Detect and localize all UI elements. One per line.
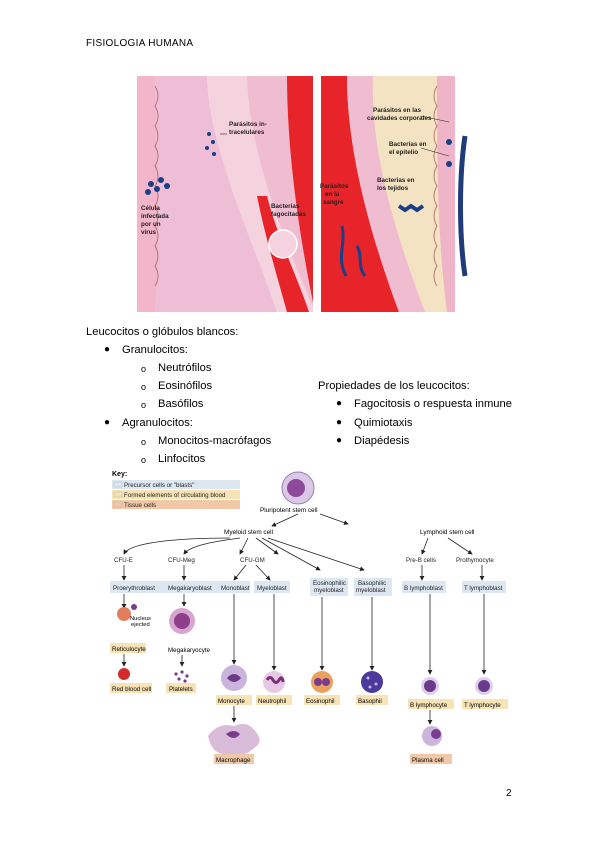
- megakaryocyte-label: Megakaryocyte: [168, 647, 211, 654]
- red-blood-cell-icon: [118, 668, 130, 680]
- cfu-e-label: CFU-E: [114, 557, 133, 564]
- neutrophil-label: Neutrophil: [258, 698, 286, 705]
- page-number: 2: [506, 788, 512, 799]
- b-lymphoblast-label: B lymphoblast: [404, 585, 443, 592]
- list-item: Diapédesis: [354, 435, 410, 447]
- key-entry: Formed elements of circulating blood: [124, 492, 226, 499]
- key-entry: Precursor cells or "blasts": [124, 482, 194, 489]
- granulocytes-label: Granulocitos:: [122, 344, 188, 356]
- monoblast-label: Monoblast: [221, 585, 250, 592]
- agranulocytes-label: Agranulocitos:: [122, 417, 193, 429]
- cfu-gm-label: CFU-GM: [240, 557, 265, 564]
- circle-bullet-icon: o: [141, 455, 147, 465]
- list-item: Neutrófilos: [158, 362, 212, 374]
- pluripotent-label: Pluripotent stem cell: [260, 507, 318, 514]
- list-item: Fagocitosis o respuesta inmune: [354, 398, 512, 410]
- monocyte-label: Monocyte: [218, 698, 245, 705]
- t-lymphocyte-label: T lymphocyte: [464, 702, 501, 709]
- page-header: FISIOLOGIA HUMANA: [86, 38, 194, 49]
- circle-bullet-icon: o: [141, 400, 147, 410]
- leukocytes-title: Leucocitos o glóbulos blancos:: [86, 326, 239, 338]
- cfu-meg-label: CFU-Meg: [168, 557, 195, 564]
- key-swatch-precursor: [112, 480, 240, 489]
- bullet-icon: ●: [104, 417, 111, 428]
- bullet-icon: ●: [104, 344, 111, 355]
- t-lymphoblast-label: T lymphoblast: [464, 585, 503, 592]
- platelets-icon: [174, 670, 189, 683]
- circle-bullet-icon: o: [141, 364, 147, 374]
- myeloblast-label: Myeloblast: [257, 585, 287, 592]
- plasma-cell-label: Plasma cell: [412, 757, 444, 764]
- hematopoiesis-figure: Key: Precursor cells or "blasts" Formed …: [110, 471, 508, 764]
- proerythroblast-cell-icon: [117, 607, 131, 621]
- list-item: Basófilos: [158, 398, 204, 410]
- list-item: Linfocitos: [158, 453, 206, 465]
- megakaryoblast-label: Megakaryoblast: [168, 585, 212, 592]
- list-item: Monocitos-macrófagos: [158, 435, 272, 447]
- circle-bullet-icon: o: [141, 437, 147, 447]
- myeloid-label: Myeloid stem cell: [224, 529, 273, 536]
- bullet-icon: ●: [336, 435, 343, 446]
- b-lymphocyte-label: B lymphocyte: [410, 702, 448, 709]
- lymphoid-label: Lymphoid stem cell: [420, 529, 474, 536]
- red-blood-cell-label: Red blood cell: [112, 686, 151, 693]
- proerythroblast-label: Proerythroblast: [113, 585, 155, 592]
- key-swatch-circulating: [112, 490, 240, 499]
- list-item: Quimiotaxis: [354, 417, 413, 429]
- list-item: Eosinófilos: [158, 380, 213, 392]
- properties-title: Propiedades de los leucocitos:: [318, 380, 470, 392]
- macrophage-icon: [208, 724, 260, 756]
- bullet-icon: ●: [336, 417, 343, 428]
- basophil-icon: [361, 671, 383, 693]
- key-entry: Tissue cells: [124, 502, 156, 509]
- label-intracellular: Parásitos in-tracelulares: [229, 121, 267, 136]
- basophil-label: Basophil: [358, 698, 382, 705]
- macrophage-label: Macrophage: [216, 757, 251, 764]
- key-title: Key:: [112, 471, 127, 478]
- eosinophil-label: Eosinophil: [306, 698, 335, 705]
- platelets-label: Platelets: [169, 686, 193, 693]
- bullet-icon: ●: [336, 398, 343, 409]
- key-swatch-tissue: [112, 500, 240, 509]
- reticulocyte-label: Reticulocyte: [112, 646, 146, 653]
- circle-bullet-icon: o: [141, 382, 147, 392]
- prothymocyte-label: Prothymocyte: [456, 557, 494, 564]
- pre-b-label: Pre-B cells: [406, 557, 436, 564]
